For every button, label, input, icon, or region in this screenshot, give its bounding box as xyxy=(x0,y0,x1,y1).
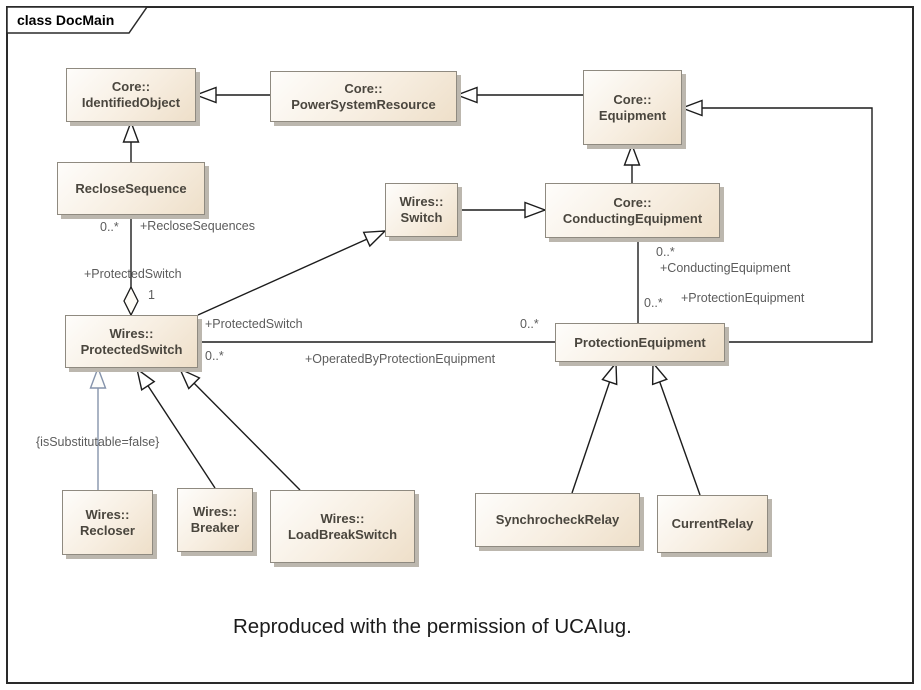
label-operatedby-role: +OperatedByProtectionEquipment xyxy=(305,352,496,366)
class-name: ConductingEquipment xyxy=(562,210,703,226)
class-box-identified-object: Core:: IdentifiedObject xyxy=(66,68,196,122)
generalization-loadbreakswitch-protectedswitch xyxy=(180,369,301,491)
class-name: ProtectedSwitch xyxy=(80,341,183,357)
class-stereo: Core:: xyxy=(613,91,652,107)
class-stereo: Wires:: xyxy=(85,506,130,522)
class-box-recloser: Wires:: Recloser xyxy=(62,490,153,555)
class-box-breaker: Wires:: Breaker xyxy=(177,488,253,552)
class-name: SynchrocheckRelay xyxy=(495,512,620,527)
label-aggregation-multiplicity: 1 xyxy=(148,288,155,302)
class-name: PowerSystemResource xyxy=(291,96,436,112)
class-box-power-system-resource: Core:: PowerSystemResource xyxy=(270,71,457,122)
label-conductingequipment-role: +ConductingEquipment xyxy=(660,261,791,275)
label-protectedswitch-role-association: +ProtectedSwitch xyxy=(205,317,303,331)
class-stereo: Core:: xyxy=(111,79,151,94)
label-protectionequipment-role: +ProtectionEquipment xyxy=(681,291,805,305)
class-stereo: Wires:: xyxy=(109,325,154,341)
class-box-reclose-sequence: RecloseSequence xyxy=(57,162,205,215)
class-stereo: Wires:: xyxy=(193,504,237,519)
class-name: ProtectionEquipment xyxy=(574,334,706,350)
generalization-protectedswitch-switch xyxy=(197,231,385,316)
class-name: LoadBreakSwitch xyxy=(287,526,398,542)
class-box-load-break-switch: Wires:: LoadBreakSwitch xyxy=(270,490,415,563)
class-box-current-relay: CurrentRelay xyxy=(657,495,768,553)
diagram-title-tab xyxy=(6,6,149,34)
class-name: Recloser xyxy=(80,522,135,538)
label-reclosesequences-multiplicity: 0..* xyxy=(100,220,119,234)
permission-caption: Reproduced with the permission of UCAIug… xyxy=(233,615,632,638)
generalization-currentrelay-protectionequipment xyxy=(653,363,701,496)
class-stereo: Wires:: xyxy=(399,194,444,209)
label-reclosesequences-role: +RecloseSequences xyxy=(140,219,256,233)
label-operatedby-multiplicity-left: 0..* xyxy=(205,349,224,363)
label-operatedby-multiplicity-right: 0..* xyxy=(520,317,539,331)
class-name: RecloseSequence xyxy=(75,180,187,196)
generalization-synchrocheckrelay-protectionequipment xyxy=(571,363,616,494)
class-name: Switch xyxy=(400,210,443,225)
aggregation-diamond xyxy=(123,285,139,317)
class-stereo: Core:: xyxy=(613,194,652,210)
class-box-synchrocheck-relay: SynchrocheckRelay xyxy=(475,493,640,547)
generalization-breaker-protectedswitch xyxy=(137,369,216,489)
diagram-title: class DocMain xyxy=(17,12,115,28)
class-box-switch: Wires:: Switch xyxy=(385,183,458,237)
generalization-protectionequipment-equipment xyxy=(682,108,873,343)
class-box-conducting-equipment: Core:: ConductingEquipment xyxy=(545,183,720,238)
diagram-frame xyxy=(6,6,914,684)
label-conductingequipment-multiplicity: 0..* xyxy=(656,245,675,259)
class-box-protected-switch: Wires:: ProtectedSwitch xyxy=(65,315,198,368)
class-box-protection-equipment: ProtectionEquipment xyxy=(555,323,725,362)
class-box-equipment: Core:: Equipment xyxy=(583,70,682,145)
label-protectionequipment-multiplicity: 0..* xyxy=(644,296,663,310)
class-stereo: Core:: xyxy=(344,80,383,96)
class-name: Breaker xyxy=(190,520,240,535)
class-name: CurrentRelay xyxy=(671,516,754,531)
label-issubstitutable-constraint: {isSubstitutable=false} xyxy=(36,435,160,449)
label-protectedswitch-role-aggregation: +ProtectedSwitch xyxy=(84,267,182,281)
class-name: Equipment xyxy=(598,107,667,123)
class-stereo: Wires:: xyxy=(320,510,365,526)
class-name: IdentifiedObject xyxy=(81,95,181,110)
